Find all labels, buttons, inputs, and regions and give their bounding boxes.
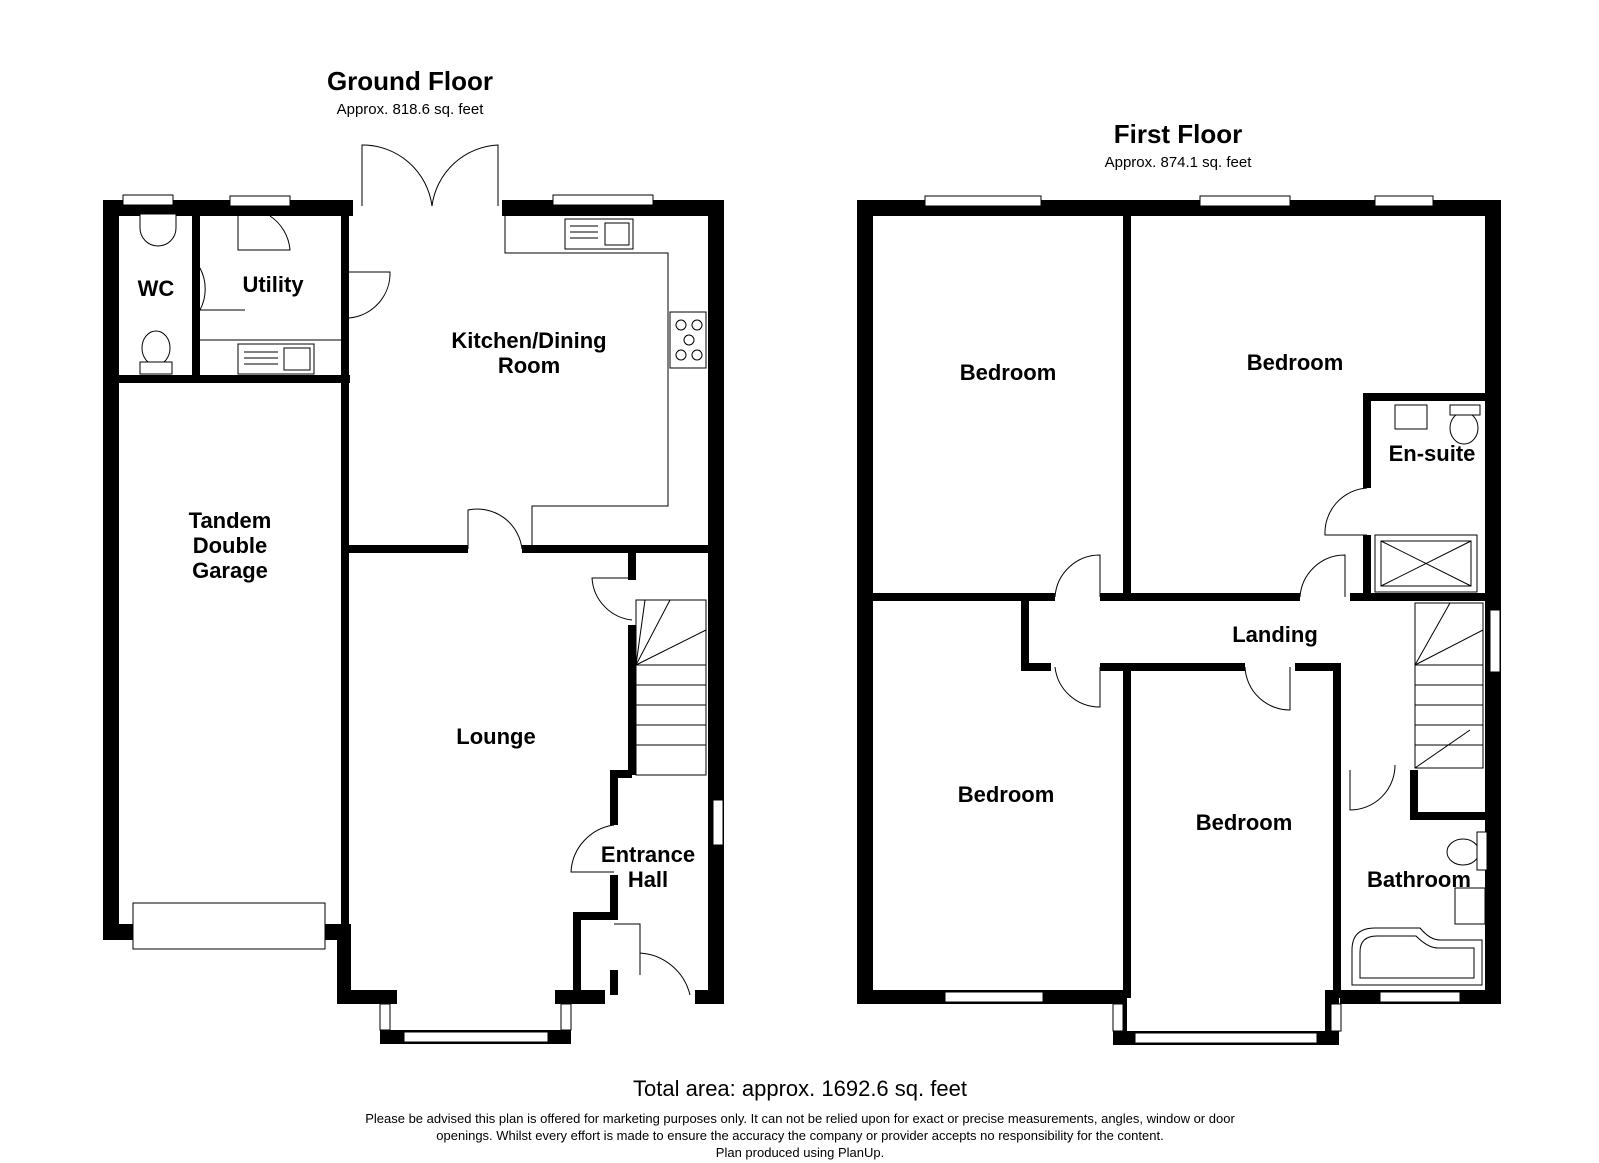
room-label-bedroom-1: Bedroom	[960, 360, 1057, 385]
wc-toilet-icon	[141, 330, 171, 366]
first-floor-area: Approx. 874.1 sq. feet	[1105, 154, 1253, 171]
ground-floor-stairs	[635, 599, 707, 776]
total-area: Total area: approx. 1692.6 sq. feet	[633, 1076, 967, 1101]
room-label-bathroom: Bathroom	[1367, 867, 1471, 892]
room-label-bedroom-2: Bedroom	[1247, 350, 1344, 375]
first-floor-walls	[857, 200, 1501, 1045]
bathroom-basin-icon	[1454, 887, 1486, 925]
ground-floor-area: Approx. 818.6 sq. feet	[337, 101, 485, 118]
room-label-kitchen-line2: Room	[498, 353, 560, 378]
room-label-bedroom-3: Bedroom	[958, 782, 1055, 807]
bathroom-toilet-icon	[1446, 838, 1480, 866]
ensuite-basin-icon	[1394, 404, 1428, 430]
garage-door	[132, 902, 326, 950]
first-floor-room-labels: Bedroom Bedroom En-suite Landing Bedroom…	[958, 350, 1476, 892]
room-label-garage-line1: Tandem	[189, 508, 272, 533]
room-label-garage-line3: Garage	[192, 558, 268, 583]
room-label-lounge: Lounge	[456, 724, 535, 749]
room-label-landing: Landing	[1232, 622, 1318, 647]
ensuite-toilet-icon	[1449, 411, 1479, 445]
disclaimer-line-1: Please be advised this plan is offered f…	[365, 1111, 1235, 1126]
first-floor-plan: First Floor Approx. 874.1 sq. feet	[857, 119, 1501, 1045]
disclaimer-line-3: Plan produced using PlanUp.	[716, 1145, 884, 1160]
room-label-utility: Utility	[242, 272, 304, 297]
first-floor-windows	[924, 195, 1501, 1044]
plan-footer: Total area: approx. 1692.6 sq. feet Plea…	[365, 1076, 1235, 1160]
first-floor-stairs	[1414, 602, 1484, 769]
wc-basin-icon	[139, 213, 177, 247]
first-floor-title: First Floor	[1114, 119, 1243, 149]
ground-floor-plan: Ground Floor Approx. 818.6 sq. feet	[103, 66, 724, 1044]
ground-floor-fixtures	[132, 213, 707, 950]
ground-floor-windows	[122, 194, 724, 1043]
room-label-wc: WC	[138, 276, 175, 301]
room-label-hall-line1: Entrance	[601, 842, 695, 867]
room-label-hall-line2: Hall	[628, 867, 668, 892]
disclaimer-line-2: openings. Whilst every effort is made to…	[436, 1128, 1163, 1143]
ground-floor-doors	[199, 144, 691, 996]
ground-floor-room-labels: WC Utility Kitchen/Dining Room Tandem Do…	[138, 272, 695, 892]
first-floor-doors	[1054, 487, 1396, 811]
room-label-bedroom-4: Bedroom	[1196, 810, 1293, 835]
bath-icon	[1351, 927, 1483, 986]
room-label-ensuite: En-suite	[1389, 441, 1476, 466]
first-floor-fixtures	[1351, 404, 1488, 986]
room-label-kitchen-line1: Kitchen/Dining	[451, 328, 606, 353]
ground-floor-title: Ground Floor	[327, 66, 493, 96]
hob-icon	[669, 311, 707, 369]
room-label-garage-line2: Double	[193, 533, 268, 558]
